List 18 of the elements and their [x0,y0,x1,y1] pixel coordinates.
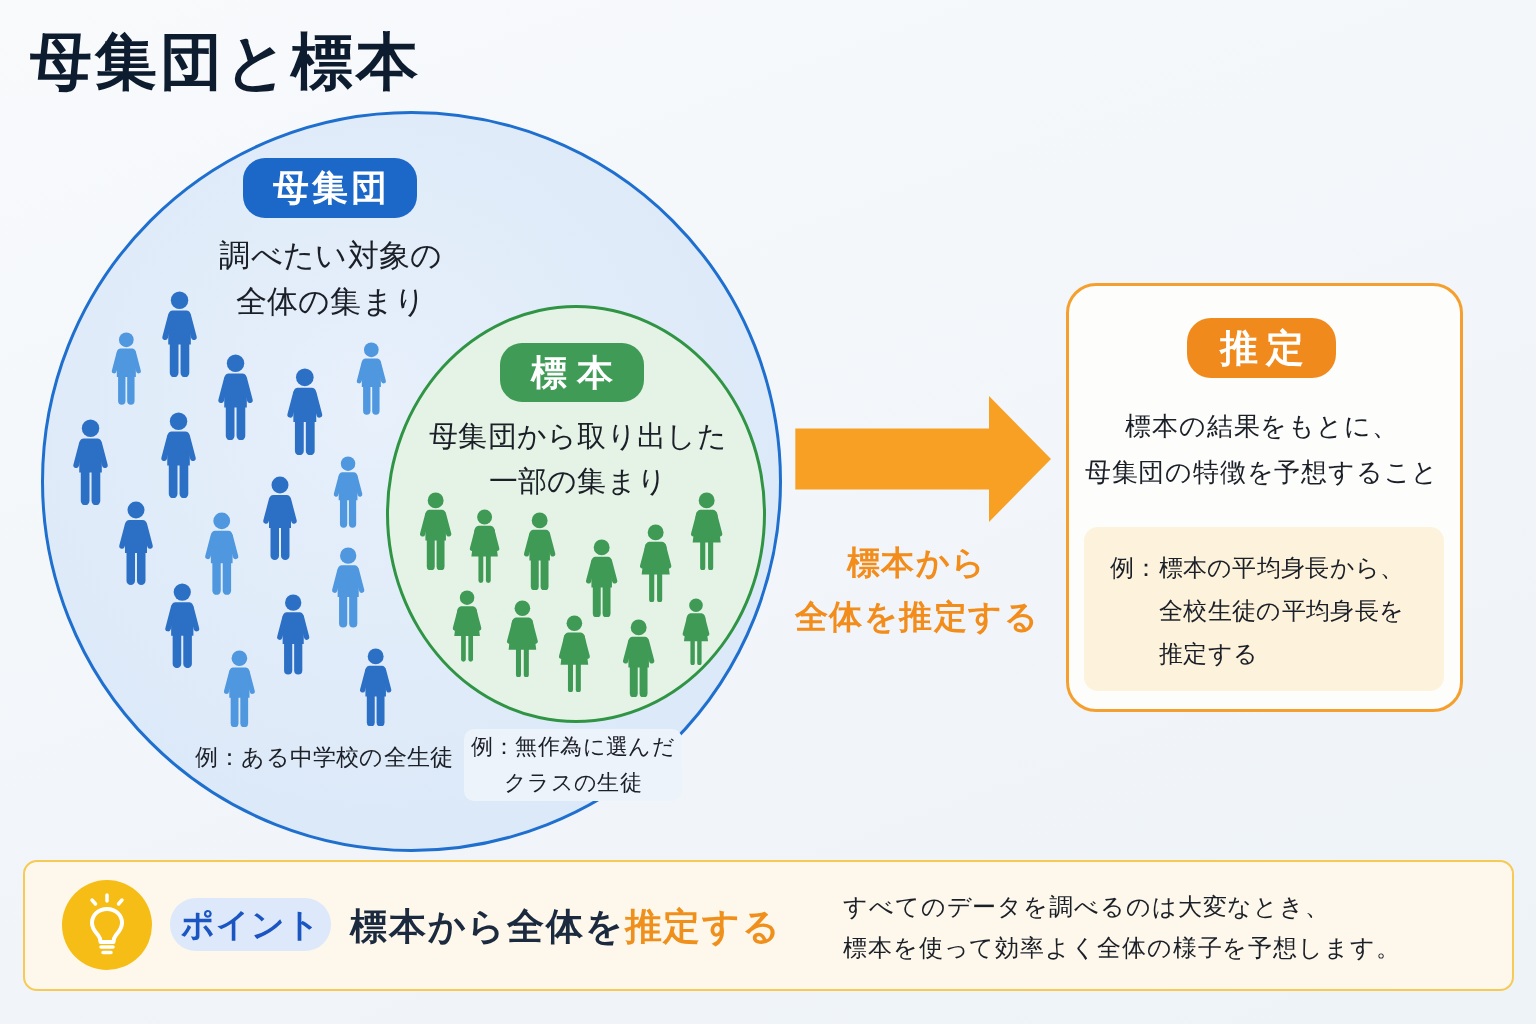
description-text: 母集団から取り出した一部の集まり [428,417,728,500]
description-text: すべてのデータを調べるのは大変なとき、標本を使って効率よく全体の様子を予想します。 [843,891,1402,964]
edge-label: 標本から全体を推定する [793,542,1041,638]
example-text: 例：ある中学校の全生徒 [195,743,454,772]
heading-badge: 推定 [1187,318,1336,378]
heading-badge: 標本 [500,343,644,402]
heading-badge: 母集団 [243,158,417,218]
point-bar [23,860,1514,991]
point-badge: ポイント [170,898,331,951]
definition-box [1066,283,1463,712]
heading-text: 標本から全体を推定する [350,904,782,950]
example-text: 例：標本の平均身長から、全校生徒の平均身長を推定する [1110,552,1406,670]
description-text: 標本の結果をもとに、母集団の特徴を予想すること [1083,410,1441,489]
description-text: 調べたい対象の全体の集まり [218,236,444,321]
example-box [1084,527,1444,691]
example-text: 例：無作為に選んだクラスの生徒 [464,729,682,801]
arrow [795,396,1051,522]
title: 母集団と標本 [30,24,421,100]
